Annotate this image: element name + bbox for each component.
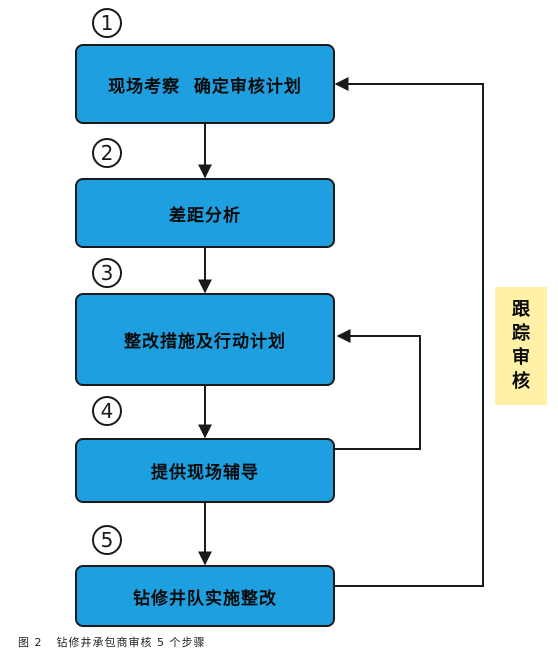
step-box-4: 提供现场辅导 (75, 438, 335, 503)
tracking-audit-arrow-5-to-1 (334, 77, 484, 587)
step-number-2: 2 (92, 138, 122, 168)
step-box-1: 现场考察 确定审核计划 (75, 44, 335, 124)
step-label-1: 现场考察 确定审核计划 (108, 76, 302, 97)
step-number-3: 3 (92, 258, 122, 288)
step-label-2: 差距分析 (169, 205, 241, 226)
step-box-5: 钻修井队实施整改 (75, 565, 335, 627)
figure-number: 图 2 (18, 636, 43, 649)
step-box-3: 整改措施及行动计划 (75, 293, 335, 386)
side-char-2: 踪 (512, 323, 530, 344)
step-box-2: 差距分析 (75, 178, 335, 248)
step-number-5: 5 (92, 525, 122, 555)
side-char-3: 审 (512, 347, 530, 368)
step-number-4: 4 (92, 396, 122, 426)
step-number-1: 1 (92, 8, 122, 38)
step-label-3: 整改措施及行动计划 (124, 332, 286, 352)
side-char-1: 跟 (512, 299, 530, 320)
figure-caption: 图 2 钻修井承包商审核 5 个步骤 (18, 634, 206, 650)
feedback-arrow-4-to-3 (334, 329, 421, 450)
step-label-4: 提供现场辅导 (151, 463, 259, 483)
side-char-4: 核 (512, 371, 530, 392)
figure-caption-text: 钻修井承包商审核 5 个步骤 (56, 636, 206, 649)
tracking-audit-label: 跟 踪 审 核 (495, 287, 547, 405)
step-label-5: 钻修井队实施整改 (133, 588, 277, 609)
